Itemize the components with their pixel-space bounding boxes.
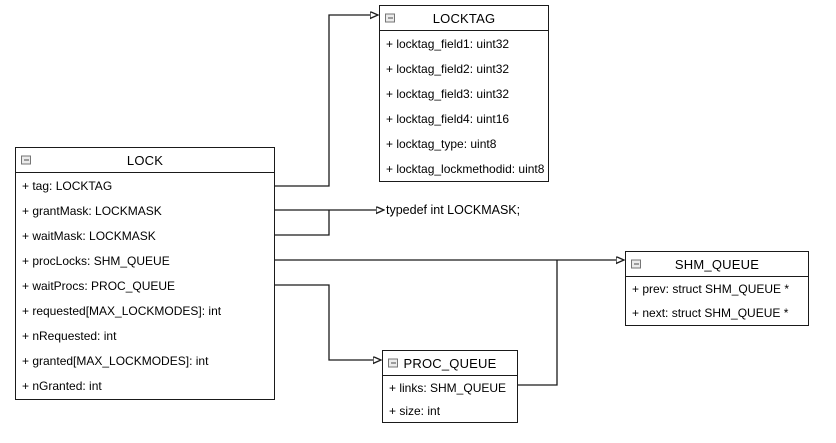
minus-glyph: [23, 159, 29, 161]
attribute-row: + granted[MAX_LOCKMODES]: int: [22, 354, 209, 369]
collapse-icon[interactable]: [388, 358, 398, 368]
edge-lock-waitmask-join[interactable]: [275, 210, 330, 236]
class-title-proc-queue: PROC_QUEUE: [403, 355, 497, 371]
minus-glyph: [390, 362, 396, 364]
class-attributes-locktag: + locktag_field1: uint32 + locktag_field…: [380, 31, 548, 181]
collapse-icon[interactable]: [631, 259, 641, 269]
collapse-icon[interactable]: [385, 13, 395, 23]
attribute-row: + locktag_field3: uint32: [386, 86, 510, 101]
edge-lock-tag-to-locktag[interactable]: [275, 15, 370, 187]
class-box-locktag[interactable]: LOCKTAG + locktag_field1: uint32 + lockt…: [379, 5, 549, 182]
class-title-locktag: LOCKTAG: [432, 10, 496, 26]
collapse-icon[interactable]: [21, 155, 31, 165]
attribute-row: + nRequested: int: [22, 329, 117, 344]
class-title-lock: LOCK: [126, 152, 164, 168]
class-box-lock[interactable]: LOCK + tag: LOCKTAG + grantMask: LOCKMAS…: [15, 147, 275, 400]
minus-glyph: [633, 263, 639, 265]
class-header-lock: LOCK: [16, 148, 274, 173]
attribute-row: + size: int: [389, 403, 441, 418]
edge-lock-waitprocs-to-procqueue[interactable]: [275, 284, 373, 360]
typedef-note: typedef int LOCKMASK;: [386, 203, 521, 217]
attribute-row: + prev: struct SHM_QUEUE *: [632, 282, 790, 296]
attribute-row: + grantMask: LOCKMASK: [22, 203, 162, 218]
attribute-row: + nGranted: int: [22, 379, 102, 394]
attribute-row: + waitProcs: PROC_QUEUE: [22, 278, 176, 293]
attribute-row: + locktag_lockmethodid: uint8: [386, 161, 545, 176]
attribute-row: + waitMask: LOCKMASK: [22, 228, 156, 243]
class-attributes-shm-queue: + prev: struct SHM_QUEUE * + next: struc…: [626, 277, 808, 325]
class-header-proc-queue: PROC_QUEUE: [383, 351, 517, 376]
attribute-row: + locktag_field1: uint32: [386, 36, 510, 51]
attribute-row: + locktag_field4: uint16: [386, 111, 510, 126]
attribute-row: + procLocks: SHM_QUEUE: [22, 253, 170, 268]
attribute-row: + links: SHM_QUEUE: [389, 380, 507, 395]
class-attributes-proc-queue: + links: SHM_QUEUE + size: int: [383, 376, 517, 422]
attribute-row: + locktag_type: uint8: [386, 136, 497, 151]
class-box-proc-queue[interactable]: PROC_QUEUE + links: SHM_QUEUE + size: in…: [382, 350, 518, 423]
minus-glyph: [387, 17, 393, 19]
attribute-row: + next: struct SHM_QUEUE *: [632, 306, 789, 320]
attribute-row: + locktag_field2: uint32: [386, 61, 510, 76]
class-title-shm-queue: SHM_QUEUE: [674, 256, 760, 272]
class-header-shm-queue: SHM_QUEUE: [626, 252, 808, 277]
attribute-row: + tag: LOCKTAG: [22, 178, 113, 193]
edge-procqueue-links-join[interactable]: [518, 260, 558, 386]
attribute-row: + requested[MAX_LOCKMODES]: int: [22, 304, 222, 319]
class-attributes-lock: + tag: LOCKTAG + grantMask: LOCKMASK + w…: [16, 173, 274, 399]
class-header-locktag: LOCKTAG: [380, 6, 548, 31]
class-box-shm-queue[interactable]: SHM_QUEUE + prev: struct SHM_QUEUE * + n…: [625, 251, 809, 326]
